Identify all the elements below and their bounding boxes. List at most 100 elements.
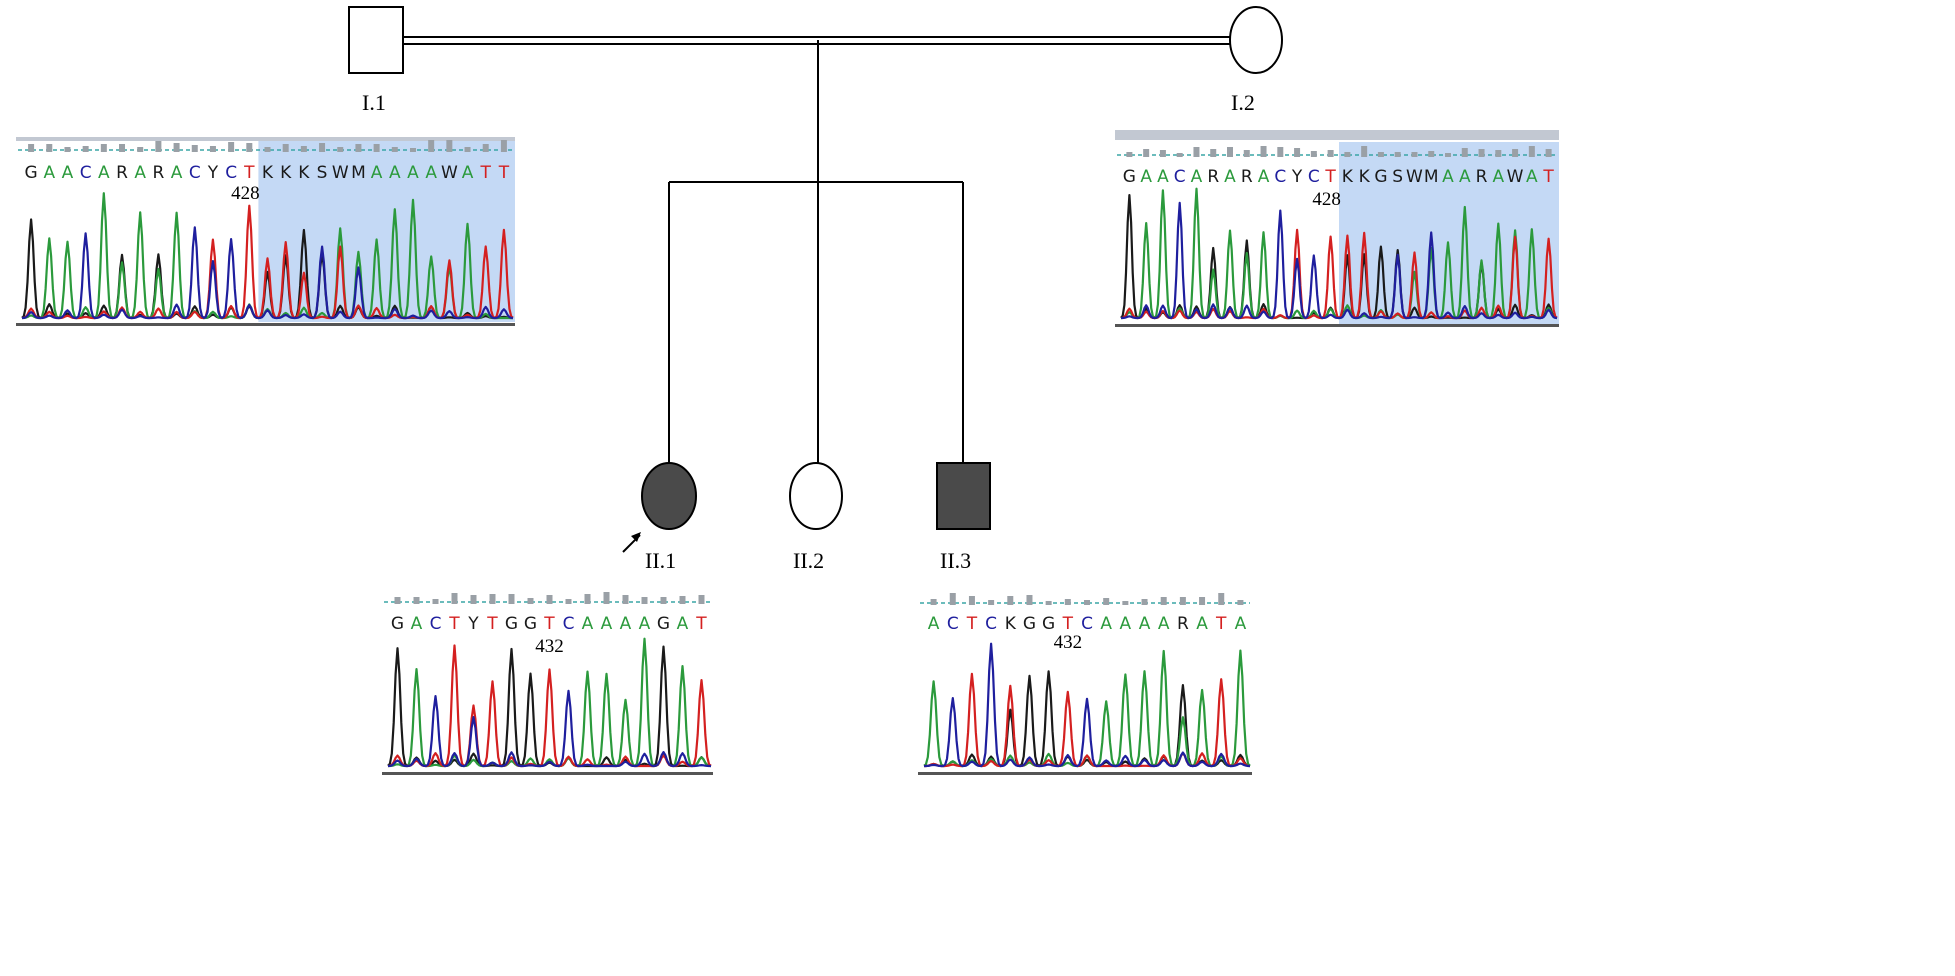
quality-bar [930,599,937,605]
quality-bar [1411,152,1418,157]
base-call-letter: A [1157,167,1169,187]
base-call-letter: A [389,163,401,183]
quality-bar [446,140,453,152]
quality-bar [1512,149,1519,157]
highlight-region [1339,142,1559,324]
quality-bar [1064,599,1071,605]
individual-II2-symbol [789,462,843,530]
quality-bar [355,144,362,152]
base-call-letter: G [1023,614,1036,634]
quality-bar [482,144,489,152]
base-call-letter: C [189,163,201,183]
trace-C [387,689,711,768]
quality-bar [391,147,398,152]
quality-bar [1227,147,1233,157]
label-II2: II.2 [793,548,824,573]
base-call-letter: Y [207,163,219,183]
base-call-letter: C [985,614,997,634]
quality-bar [337,147,344,152]
base-call-letter: Y [467,614,479,634]
base-call-letter: G [524,614,537,634]
trace-C [924,642,1250,768]
base-call-letter: S [1392,167,1403,187]
base-call-letter: T [1062,614,1074,634]
quality-bar [1126,152,1133,157]
quality-bar [1143,149,1150,157]
baseline-bar [918,772,1252,775]
base-call-letter: K [298,163,310,183]
base-call-letter: G [505,614,518,634]
quality-bar [373,144,380,152]
quality-bar [1310,151,1317,157]
base-call-letter: A [43,163,55,183]
quality-bar [470,595,477,604]
quality-bar [1344,152,1351,157]
quality-bar [1377,152,1384,157]
position-label: 428 [231,183,260,204]
base-call-letter: M [351,163,366,183]
quality-bar [432,599,439,604]
base-call-letter: A [425,163,437,183]
quality-bar [1237,600,1244,605]
quality-bar [1428,151,1435,157]
individual-I2-symbol [1229,6,1283,74]
base-call-letter: K [1005,614,1017,634]
base-call-letter: A [462,163,474,183]
quality-bar [1461,148,1468,157]
quality-bar [1260,146,1267,157]
base-call-letter: A [677,614,689,634]
baseline-bar [1115,324,1559,327]
quality-bar [1122,601,1129,605]
quality-bar [264,147,271,152]
quality-bar [546,595,553,604]
quality-bar [500,140,507,152]
base-call-letter: Y [1291,167,1303,187]
quality-bar [1176,153,1183,157]
quality-bar [428,140,435,152]
quality-bar [968,596,975,605]
label-I2: I.2 [1231,90,1255,115]
quality-bar [319,143,326,152]
quality-bar [679,596,686,604]
quality-bar [565,599,572,604]
panel-header-bar [16,137,515,141]
base-call-letter: T [498,163,510,183]
base-call-letter: A [1139,614,1151,634]
label-II3: II.3 [940,548,971,573]
quality-bar [64,147,71,152]
base-call-letter: A [1120,614,1132,634]
quality-bar [1445,153,1451,157]
base-call-letter: A [1235,614,1247,634]
quality-bar [191,145,198,152]
quality-bar [28,144,35,152]
base-call-letter: A [1442,167,1454,187]
baseline-bar [16,323,515,326]
base-call-letter: A [928,614,940,634]
base-call-letter: A [1224,167,1236,187]
base-call-letter: A [1459,167,1471,187]
base-call-letter: A [620,614,632,634]
quality-bar [1361,146,1368,157]
quality-bar [660,597,667,604]
base-call-letter: A [407,163,419,183]
pedigree-lines [403,36,1230,463]
label-I1: I.1 [362,90,386,115]
base-call-letter: T [966,614,978,634]
quality-bar [1210,149,1217,157]
base-call-letter: A [411,614,423,634]
trace-C [1121,201,1558,320]
quality-bar [698,595,705,604]
label-II1: II.1 [645,548,676,573]
base-call-letter: M [1424,167,1439,187]
base-call-letter: W [1507,167,1524,187]
position-label: 432 [535,636,564,657]
quality-bar [1026,595,1033,605]
quality-bar [300,146,307,152]
quality-bar [173,143,180,152]
quality-bar [100,144,107,152]
quality-bar [209,146,216,152]
quality-bar [228,142,235,152]
base-call-letter: A [1258,167,1270,187]
